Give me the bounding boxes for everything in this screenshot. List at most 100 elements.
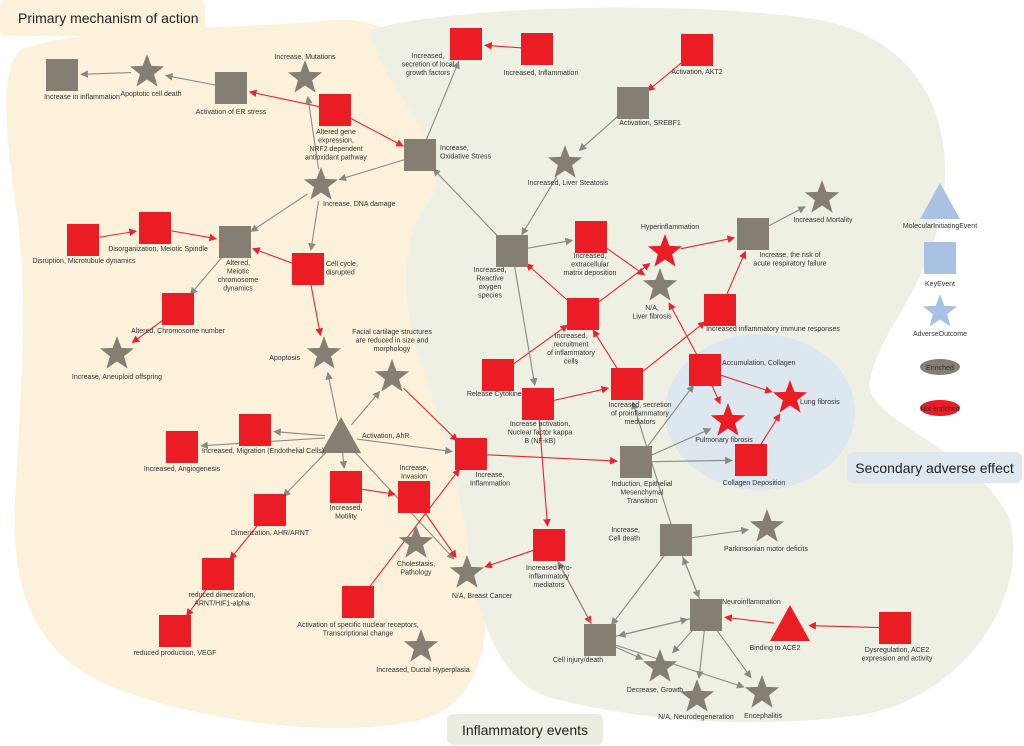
edge-r21-to-r20 [651,456,733,465]
node-label: Altered, [226,260,250,267]
edge-n19-to-n25 [229,522,261,560]
node-label: Cell injury/death [553,657,603,664]
node-n8[interactable]: Disruption, Microtubule dynamics [32,224,136,265]
edge-r6-to-r15 [514,266,538,387]
edge-n5-to-n3 [248,89,320,108]
key-event-enriched-icon [617,87,649,119]
node-label: Facial cartilage structures [352,329,432,336]
node-n25[interactable]: reduced dimerization,ARNT/HIF1-alpha [189,558,256,608]
edge-r28-to-r24 [557,561,593,627]
node-label: Increase, [400,465,429,472]
node-r8[interactable]: Hyperinflammation [641,224,699,267]
node-label: of proinflammatory [611,411,669,418]
node-r17[interactable]: Accumulation, Collagen [689,354,796,386]
node-n4[interactable]: Increase, Mutations [274,54,336,93]
node-r13[interactable]: Increased inflammatory immune responses [704,294,840,333]
key-event-not-enriched-icon [611,368,643,400]
node-r5[interactable]: Increased, Liver Steatosis [528,145,609,187]
edge-n11-to-n10 [252,247,294,264]
edge-r25-to-r30 [696,630,705,679]
node-n17[interactable]: Increased, Migration (Endothelial Cells) [202,414,324,455]
node-n12[interactable]: Altered, Chromosome number [131,293,226,335]
node-n14[interactable]: Apoptosis [269,336,342,369]
node-r22[interactable]: Increase,Cell death [608,524,692,556]
node-r19[interactable]: Lung fibrosis [772,380,840,413]
node-n6[interactable]: Increase,Oxidative Stress [404,139,491,171]
node-n28[interactable]: Increased, Ductal Hyperplasia [376,629,470,674]
node-label: Mesenchymal [620,490,664,497]
node-n1[interactable]: Increase in inflammation [44,59,120,101]
node-r2[interactable]: Increased, Inflammation [504,33,579,77]
edge-r6-to-n6 [432,168,502,240]
legend-star-icon [922,294,958,327]
node-n24[interactable]: N/A, Breast Cancer [449,555,513,600]
node-r29[interactable]: Decrease, Growth [627,649,684,694]
node-label: Increased, [330,505,363,512]
node-n2[interactable]: Apoptotic cell death [120,54,182,98]
node-n27[interactable]: Activation of specific nuclear receptors… [297,586,419,638]
node-r14[interactable]: Release Cytokines [467,359,526,398]
node-n26[interactable]: reduced production, VEGF [134,615,217,657]
node-r11[interactable]: Increased Mortality [793,180,853,224]
key-event-not-enriched-icon [681,34,713,66]
node-r31[interactable]: Encephalitis [744,675,782,720]
node-r30[interactable]: N/A, Neurodegeneration [658,679,734,721]
node-r20[interactable]: Collagen Deposition [723,444,786,487]
node-label: reduced dimerization, [189,592,256,599]
node-n22[interactable]: Increase,Inflammation [455,438,510,488]
edge-r2-to-r1 [484,41,522,50]
node-n9[interactable]: Disorganization, Meiotic Spindle [108,212,208,253]
node-label: Activation of ER stress [196,109,267,116]
node-r21[interactable]: Induction, EpithelialMesenchymalTransiti… [612,446,673,505]
node-r18[interactable]: Pulmonary fibrosis [695,403,753,444]
node-label: N/A, Neurodegeneration [658,714,734,721]
node-n11[interactable]: Cell cycle,disrupted [292,253,358,285]
node-label: mediators [625,419,656,426]
node-label: Increase, Aneuploid offspring [72,374,162,381]
node-n18[interactable]: Increased, Angiogenesis [144,431,221,473]
edge-n21-to-n24 [422,509,457,559]
node-r28[interactable]: Cell injury/death [553,624,616,664]
edge-r4-to-r5 [578,113,622,151]
node-r3[interactable]: Activation, AKT2 [671,34,723,76]
legend-item-keyevent: KeyEvent [924,242,956,288]
node-r15[interactable]: Increase activation,Nuclear factor kappa… [508,388,573,445]
key-event-not-enriched-icon [342,586,374,618]
legend-square-icon [924,242,956,274]
node-r25[interactable]: Neuroinflammation [690,599,781,631]
node-r9[interactable]: N/A,Liver fibrosis [632,268,678,321]
node-r4[interactable]: Activation, SREBF1 [617,87,681,127]
edge-n7-to-n4 [305,96,320,170]
node-label: Apoptosis [269,355,300,362]
node-label: oxygen [479,284,502,291]
node-n16[interactable]: Activation, AhR [321,417,409,453]
node-n23[interactable]: Cholestasis,Pathology [397,525,435,577]
node-n21[interactable]: Increase,Invasion [398,465,430,513]
node-n3[interactable]: Activation of ER stress [196,72,267,116]
node-n7[interactable]: Increase, DNA damage [303,167,396,208]
key-event-enriched-icon [737,218,769,250]
node-n19[interactable]: Dimerization, AHR/ARNT [231,494,310,537]
adverse-outcome-enriched-icon [679,679,715,712]
node-n13[interactable]: Increase, Aneuploid offspring [72,336,162,381]
node-r23[interactable]: Parkinsonian motor deficits [724,509,809,553]
edge-n12-to-n13 [131,318,166,344]
key-event-enriched-icon [690,599,722,631]
node-n20[interactable]: Increased,Motility [330,471,363,521]
key-event-not-enriched-icon [455,438,487,470]
adverse-outcome-enriched-icon [374,359,410,392]
node-label: Accumulation, Collagen [722,360,796,367]
node-label: disrupted [326,270,355,277]
node-r26[interactable]: Binding to ACE2 [750,605,810,652]
